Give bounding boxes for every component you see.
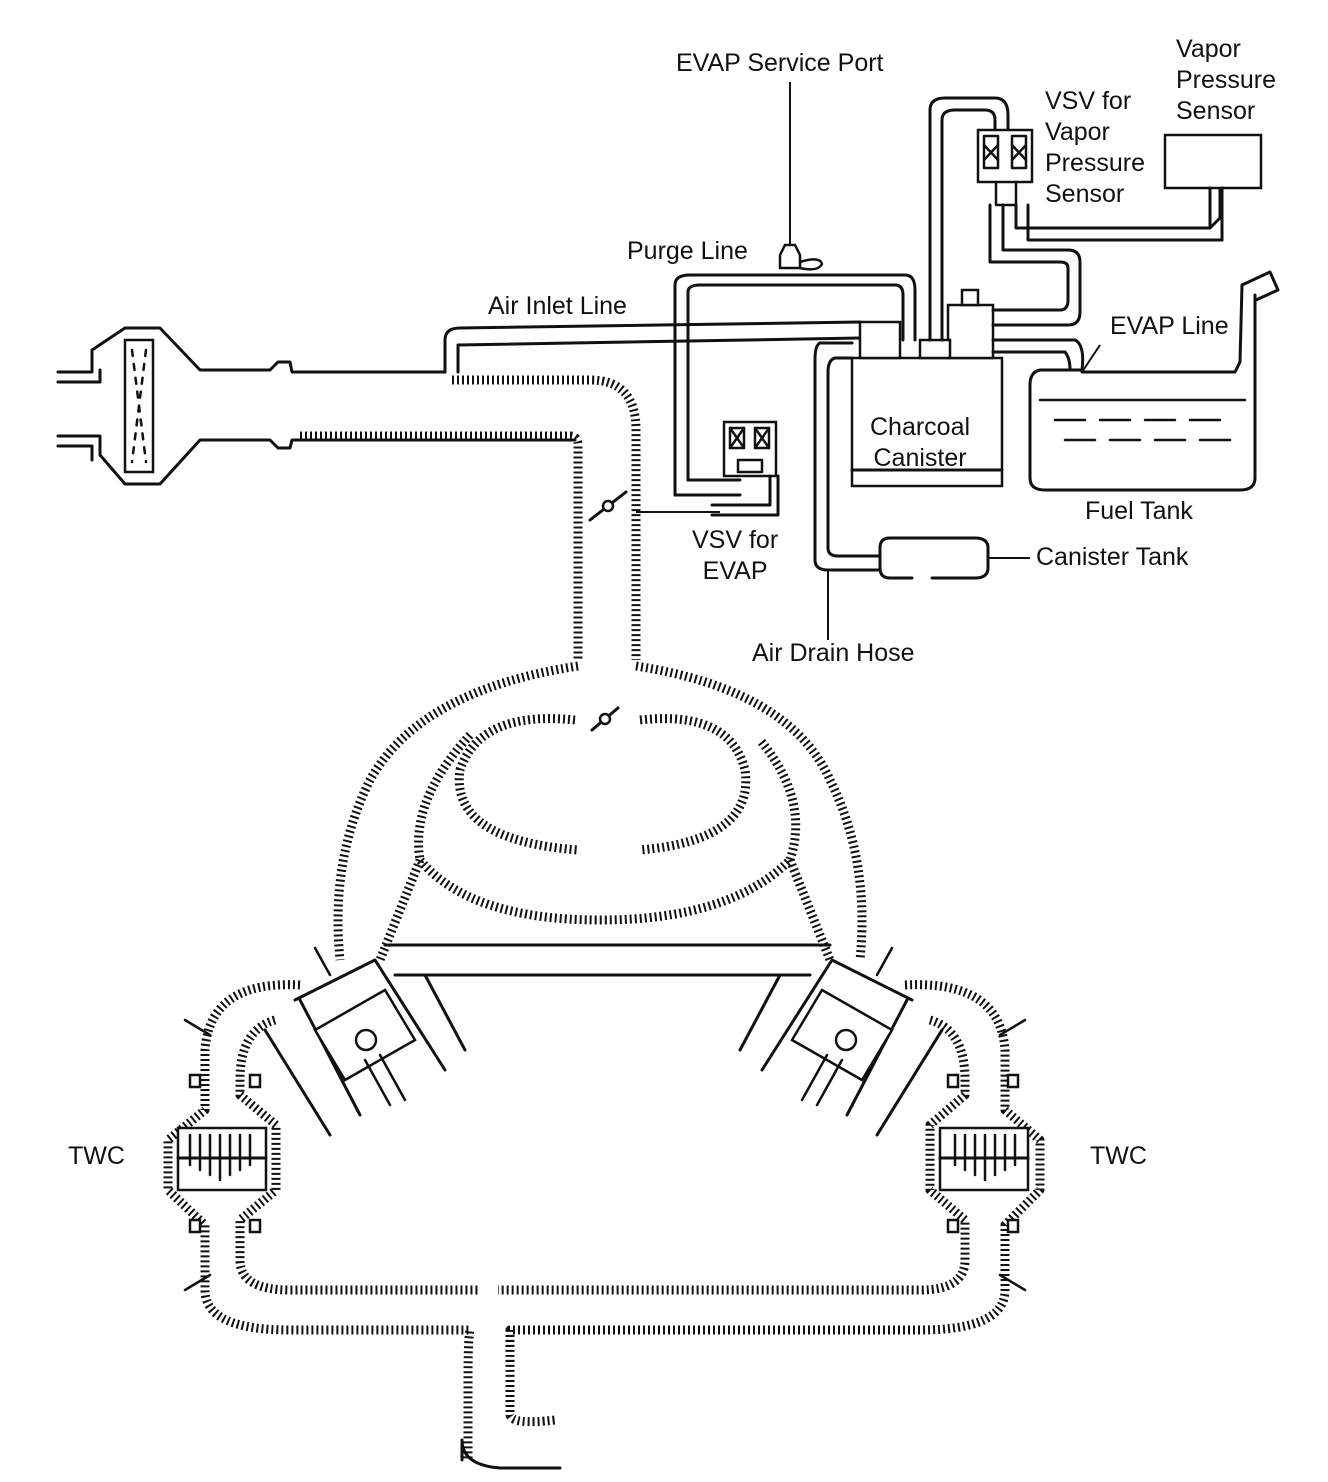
intake-plenum	[333, 661, 867, 1052]
left-exhaust	[163, 980, 478, 1460]
canister-tank	[827, 536, 1030, 640]
label-canister-tank: Canister Tank	[1036, 543, 1189, 571]
label-evap-line: EVAP Line	[1110, 312, 1229, 340]
fuel-tank	[1028, 270, 1280, 492]
air-cleaner	[56, 326, 577, 486]
vsv-vapor-pressure-sensor	[976, 128, 1224, 264]
label-air-inlet-line: Air Inlet Line	[488, 292, 627, 320]
tail-pipe	[460, 1438, 562, 1470]
left-cylinder	[263, 946, 447, 1137]
label-purge-line: Purge Line	[627, 237, 748, 265]
throttle-valve	[588, 490, 720, 522]
label-twc-left: TWC	[68, 1142, 125, 1170]
right-exhaust	[498, 980, 1045, 1427]
evap-line-leader	[1081, 344, 1101, 373]
label-charcoal-canister: Charcoal Canister	[870, 413, 971, 472]
purge-line	[673, 273, 917, 497]
label-vsv-vapor-pressure-sensor: VSV for Vapor Pressure Sensor	[1045, 87, 1146, 208]
canister-lines	[813, 96, 1085, 572]
charcoal-canister	[850, 288, 1004, 488]
label-vsv-evap: VSV for EVAP	[692, 526, 779, 585]
right-cylinder	[760, 946, 944, 1137]
vsv-evap	[673, 420, 780, 517]
vapor-pressure-sensor	[1163, 133, 1263, 242]
evap-service-port	[778, 82, 824, 271]
label-fuel-tank: Fuel Tank	[1085, 497, 1193, 525]
label-vapor-pressure-sensor: Vapor Pressure Sensor	[1176, 35, 1277, 125]
label-twc-right: TWC	[1090, 1142, 1147, 1170]
label-evap-service-port: EVAP Service Port	[676, 49, 884, 77]
label-air-drain-hose: Air Drain Hose	[752, 639, 915, 667]
intake-pipe	[300, 320, 862, 660]
